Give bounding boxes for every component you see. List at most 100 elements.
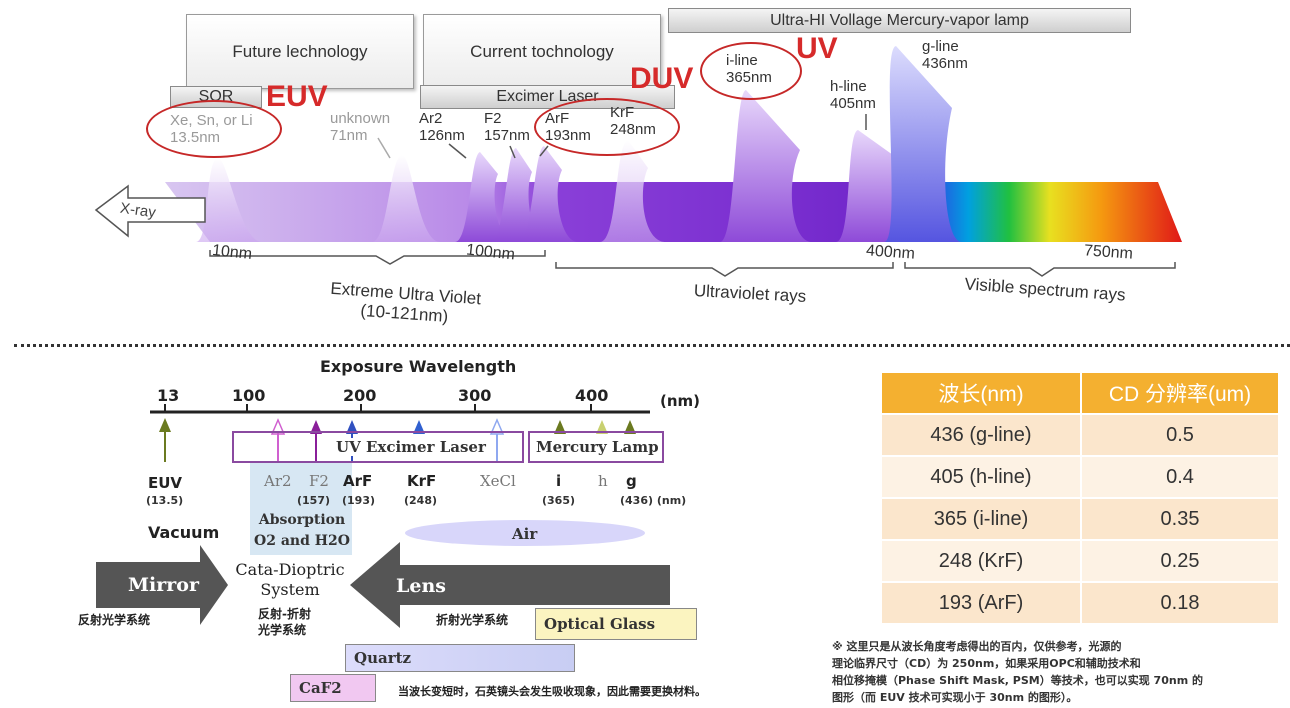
tick-300: 300 — [458, 386, 492, 405]
table-row: 405 (h-line) 0.4 — [882, 455, 1280, 498]
exposure-wavelength-title: Exposure Wavelength — [320, 357, 517, 376]
unknown-peak-line2: 71nm — [330, 127, 368, 144]
axis-unit: (nm) — [660, 392, 701, 410]
catadioptric-line1: Cata-Dioptric — [235, 560, 345, 579]
unknown-peak-line1: unknown — [330, 110, 391, 127]
catadioptric-zh-line1: 反射-折射 — [258, 607, 311, 621]
optical-glass-label: Optical Glass — [544, 615, 656, 633]
tick-13: 13 — [157, 386, 180, 405]
footnote-line2: 理论临界尺寸（CD）为 250nm，如果采用OPC和辅助技术和 — [832, 657, 1141, 670]
ar2-peak-line2: 126nm — [419, 127, 465, 144]
f2-source: F2 — [309, 472, 329, 490]
krf-source: KrF — [407, 472, 437, 490]
table-row: 436 (g-line) 0.5 — [882, 413, 1280, 456]
xe-peak-line1: Xe, Sn, or Li — [170, 112, 253, 129]
wavelength-cell: 405 (h-line) — [882, 455, 1082, 498]
lens-label: Lens — [396, 575, 446, 597]
f2-peak-line2: 157nm — [484, 127, 530, 144]
material-note-zh: 当波长变短时，石英镜头会发生吸收现象，因此需要更换材料。 — [398, 685, 706, 698]
ar2-source: Ar2 — [264, 472, 292, 490]
header-wavelength: 波长(nm) — [882, 373, 1082, 414]
catadioptric-system-zh: 反射-折射 光学系统 — [258, 606, 311, 638]
catadioptric-line2: System — [260, 580, 320, 599]
wavelength-cell: 193 (ArF) — [882, 581, 1082, 623]
table-row: 365 (i-line) 0.35 — [882, 497, 1280, 540]
arf-peak-label: ArF 193nm — [545, 110, 591, 144]
header-cd-resolution: CD 分辨率(um) — [1081, 373, 1280, 414]
current-technology-box: Current tochnology — [423, 14, 661, 89]
excimer-range-label: UV Excimer Laser — [334, 438, 488, 456]
ar2-peak-label: Ar2 126nm — [419, 110, 465, 144]
footnote-line1: ※ 这里只是从波长角度考虑得出的百内，仅供参考，光源的 — [832, 640, 1122, 653]
cd-cell: 0.18 — [1081, 581, 1280, 623]
lens-system-zh: 折射光学系统 — [436, 613, 509, 627]
duv-badge: DUV — [630, 62, 694, 95]
catadioptric-zh-line2: 光学系统 — [258, 623, 307, 637]
ar2-peak-line1: Ar2 — [419, 110, 443, 127]
gline-peak-line1: g-line — [922, 38, 959, 55]
optical-glass-box: Optical Glass — [535, 608, 697, 640]
section-divider — [14, 344, 1290, 347]
cd-cell: 0.35 — [1081, 497, 1280, 540]
caf2-label: CaF2 — [299, 679, 342, 697]
tick-400: 400 — [575, 386, 609, 405]
tick-100: 100 — [232, 386, 266, 405]
quartz-label: Quartz — [354, 649, 412, 667]
spectrum-band — [94, 46, 1182, 277]
table-row: 193 (ArF) 0.18 — [882, 581, 1280, 623]
iline-peak-line1: i-line — [726, 52, 758, 69]
caf2-box: CaF2 — [290, 674, 376, 702]
xe-peak-label: Xe, Sn, or Li 13.5nm — [170, 112, 253, 146]
cd-cell: 0.5 — [1081, 413, 1280, 456]
f2-peak-label: F2 157nm — [484, 110, 530, 144]
scale-750nm: 750nm — [1083, 242, 1134, 263]
footnote: ※ 这里只是从波长角度考虑得出的百内，仅供参考，光源的 理论临界尺寸（CD）为 … — [832, 638, 1272, 706]
arf-peak-line2: 193nm — [545, 127, 591, 144]
xecl-source: XeCl — [480, 472, 516, 490]
mercury-range-box — [528, 431, 664, 463]
mercury-lamp-label: Ultra-HI Vollage Mercury-vapor lamp — [770, 11, 1029, 29]
cd-resolution-table: 波长(nm) CD 分辨率(um) 436 (g-line) 0.5 405 (… — [882, 373, 1280, 623]
footnote-line4: 图形（而 EUV 技术可实现小于 30nm 的图形）。 — [832, 691, 1078, 704]
unknown-peak-label: unknown 71nm — [330, 110, 390, 144]
h-source: h — [598, 472, 608, 490]
tick-200: 200 — [343, 386, 377, 405]
wavelength-cell: 436 (g-line) — [882, 413, 1082, 456]
arf-source: ArF — [343, 472, 373, 490]
arf-source-value: (193) — [342, 494, 376, 507]
euv-source: EUV — [148, 474, 183, 492]
duv-highlight-ellipse — [534, 98, 680, 156]
mercury-lamp-bar: Ultra-HI Vollage Mercury-vapor lamp — [668, 8, 1131, 33]
footnote-line3: 相位移掩模（Phase Shift Mask, PSM）等技术，也可以实现 70… — [832, 674, 1203, 687]
i-source-value: (365) — [542, 494, 576, 507]
uv-highlight-ellipse — [700, 42, 802, 100]
uv-badge: UV — [796, 32, 838, 65]
wavelength-axis — [96, 404, 670, 628]
arf-peak-line1: ArF — [545, 110, 570, 127]
i-source: i — [556, 472, 562, 490]
current-technology-label: Current tochnology — [470, 41, 614, 61]
absorption-zone — [250, 463, 352, 555]
table-row: 248 (KrF) 0.25 — [882, 539, 1280, 582]
future-technology-label: Future lechnology — [232, 41, 368, 61]
f2-source-value: (157) — [297, 494, 331, 507]
euv-badge: EUV — [266, 80, 328, 113]
absorption-label: Absorption O2 and H2O — [252, 510, 352, 552]
iline-peak-line2: 365nm — [726, 69, 772, 86]
quartz-box: Quartz — [345, 644, 575, 672]
wavelength-cell: 248 (KrF) — [882, 539, 1082, 582]
hline-peak-line1: h-line — [830, 78, 867, 95]
euv-highlight-ellipse — [146, 100, 282, 158]
krf-peak-label: KrF 248nm — [610, 104, 656, 138]
absorption-line2: O2 and H2O — [254, 533, 350, 549]
krf-peak-line1: KrF — [610, 104, 635, 121]
catadioptric-label: Cata-Dioptric System — [228, 560, 352, 600]
iline-peak-label: i-line 365nm — [726, 52, 772, 86]
air-label: Air — [512, 525, 538, 543]
cd-cell: 0.4 — [1081, 455, 1280, 498]
cd-cell: 0.25 — [1081, 539, 1280, 582]
f2-peak-line1: F2 — [484, 110, 502, 127]
mercury-range-label: Mercury Lamp — [534, 438, 661, 456]
gline-peak-line2: 436nm — [922, 55, 968, 72]
excimer-range-box — [232, 431, 524, 463]
